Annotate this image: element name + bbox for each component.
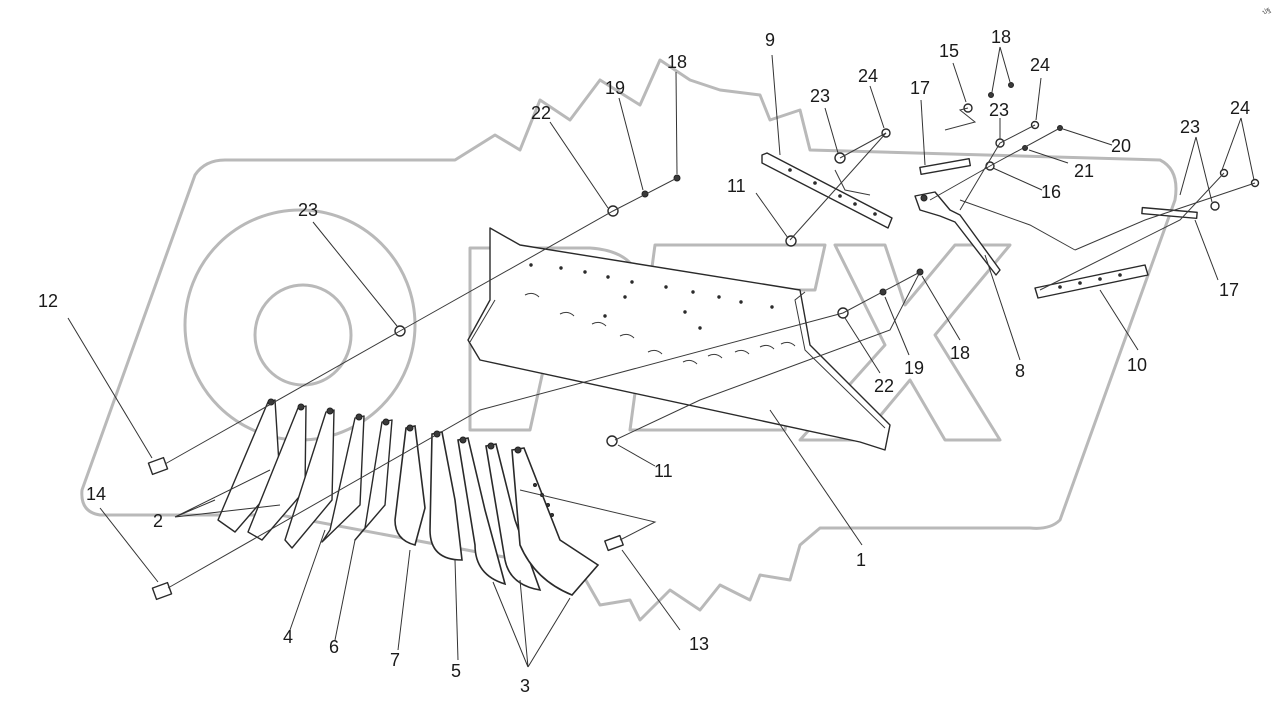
tine-6 <box>394 425 426 546</box>
callout-18-top: 18 <box>667 52 687 72</box>
callout-15: 15 <box>939 41 959 61</box>
callout-18-topright: 18 <box>991 27 1011 47</box>
nut-18c <box>988 92 994 98</box>
callout-23-topright: 23 <box>989 100 1009 120</box>
callout-5: 5 <box>451 661 461 681</box>
watermark-gear-outline <box>80 58 1178 622</box>
callout-10: 10 <box>1127 355 1147 375</box>
callout-22-top: 22 <box>531 103 551 123</box>
tine-8 <box>457 437 507 586</box>
callout-6: 6 <box>329 637 339 657</box>
bolt-14 <box>151 581 173 601</box>
strip-part-9 <box>761 152 893 229</box>
callout-11-bottom: 11 <box>654 461 673 481</box>
callout-24-top: 24 <box>858 66 878 86</box>
bolt-13 <box>604 534 624 552</box>
assembly-lines <box>164 107 1256 589</box>
plate-part-1 <box>467 227 891 451</box>
callout-19-mid: 19 <box>904 358 924 378</box>
callout-7: 7 <box>390 650 400 670</box>
callout-12: 12 <box>38 291 58 311</box>
tine-7 <box>429 431 463 561</box>
callout-4: 4 <box>283 627 293 647</box>
callout-14: 14 <box>86 484 106 504</box>
bolts <box>147 456 624 601</box>
callout-18-mid: 18 <box>950 343 970 363</box>
callout-17-right: 17 <box>1219 280 1239 300</box>
callout-24-topright: 24 <box>1030 55 1050 75</box>
callout-23-top: 23 <box>810 86 830 106</box>
pins-part-17 <box>919 158 1198 220</box>
callout-1: 1 <box>856 550 866 570</box>
tine-4 <box>321 415 365 543</box>
callout-17-top: 17 <box>910 78 930 98</box>
callout-22-mid: 22 <box>874 376 894 396</box>
leader-lines <box>67 46 1255 668</box>
washer-11 <box>785 235 797 247</box>
nut-18d <box>1008 82 1014 88</box>
tine-5 <box>354 419 393 541</box>
bolt-12 <box>147 456 169 476</box>
callout-23-left: 23 <box>298 200 318 220</box>
callout-16: 16 <box>1041 182 1061 202</box>
callout-2: 2 <box>153 511 163 531</box>
callout-8: 8 <box>1015 361 1025 381</box>
washer-23d <box>1210 201 1220 211</box>
callout-23-right: 23 <box>1180 117 1200 137</box>
corner-mark: ปฐ <box>1261 6 1272 16</box>
callout-9: 9 <box>765 30 775 50</box>
washer-11b <box>606 435 618 447</box>
callout-labels: 1 2 3 4 5 6 7 8 9 10 11 11 12 13 14 15 1… <box>38 6 1272 696</box>
callout-11-top: 11 <box>727 176 746 196</box>
callout-20: 20 <box>1111 136 1131 156</box>
lever-part-8 <box>914 191 1001 276</box>
callout-24-right: 24 <box>1230 98 1250 118</box>
tine-group <box>217 398 600 596</box>
callout-19-top: 19 <box>605 78 625 98</box>
strip-part-10 <box>1034 264 1149 299</box>
callout-21: 21 <box>1074 161 1094 181</box>
callout-3: 3 <box>520 676 530 696</box>
callout-13: 13 <box>689 634 709 654</box>
